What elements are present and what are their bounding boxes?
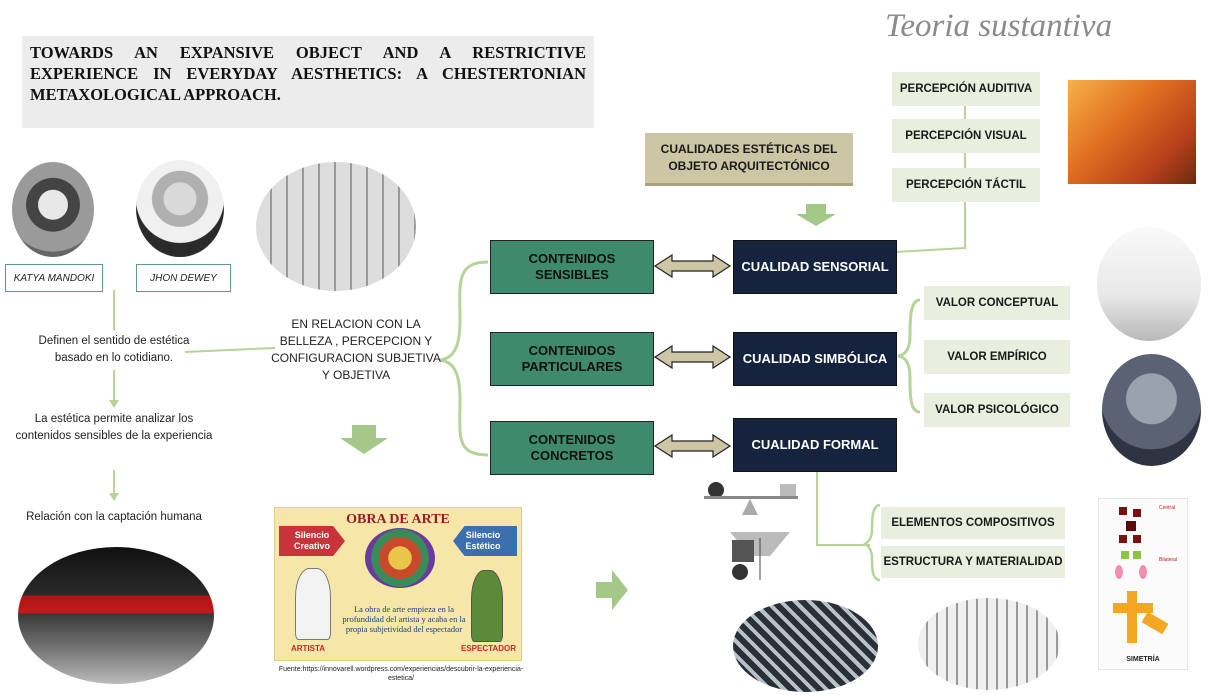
symmetry-square (1126, 521, 1136, 531)
name-box-dewey: JHON DEWEY (136, 264, 231, 292)
symmetry-ellipse (1139, 565, 1147, 579)
symmetry-bilateral-label: Bilateral (1159, 557, 1178, 563)
symmetry-square (1133, 509, 1141, 517)
artwork-image: OBRA DE ARTE Silencio Creativo Silencio … (274, 507, 522, 661)
subtitle: Teoria sustantiva (885, 8, 1113, 44)
elementos-brace (863, 503, 881, 582)
percepcion-auditiva-box: PERCEPCIÓN AUDITIVA (892, 72, 1040, 106)
author-name: JHON DEWEY (150, 272, 217, 284)
author-name: KATYA MANDOKI (13, 272, 95, 284)
cualidad-formal-box: CUALIDAD FORMAL (733, 418, 897, 472)
artwork-source: Fuente:https://innovarell.wordpress.com/… (278, 666, 524, 682)
right-arrow (596, 570, 628, 610)
percepcion-tactil-box: PERCEPCIÓN TÁCTIL (892, 168, 1040, 202)
station-structure-image (918, 598, 1060, 690)
percepcion-visual-box: PERCEPCIÓN VISUAL (892, 119, 1040, 153)
arrow-head (109, 493, 119, 501)
arrow-head (109, 400, 119, 408)
contenidos-sensibles-box: CONTENIDOS SENSIBLES (490, 240, 654, 294)
symmetry-ellipse (1115, 565, 1123, 579)
name-box-mandoki: KATYA MANDOKI (5, 264, 103, 292)
cualidad-simbolica-box: CUALIDAD SIMBÓLICA (733, 332, 897, 386)
symmetry-central-label: Central (1159, 505, 1176, 511)
artwork-left-arrow: Silencio Creativo (279, 526, 345, 556)
cualidad-sensorial-box: CUALIDAD SENSORIAL (733, 240, 897, 294)
artist-figure (295, 568, 331, 640)
cualidades-header-box: CUALIDADES ESTÉTICAS DEL OBJETO ARQUITEC… (645, 133, 853, 186)
flow-step-2: La estética permite analizar los conteni… (15, 413, 213, 442)
balance-icon (704, 482, 798, 515)
symmetry-square (1119, 535, 1127, 543)
page-title: TOWARDS AN EXPANSIVE OBJECT AND A RESTRI… (30, 43, 586, 104)
exhibition-image (18, 547, 214, 684)
artwork-title: OBRA DE ARTE (346, 512, 450, 527)
symmetry-diagram: Central Bilateral SIMETRÍA (1098, 498, 1188, 670)
valores-brace (897, 298, 921, 414)
symmetry-square (1119, 507, 1127, 515)
symmetry-square (1121, 551, 1129, 559)
lattice-structure-image (733, 600, 878, 692)
artwork-caption: La obra de arte empieza en la profundida… (342, 604, 466, 634)
symmetry-square (1133, 551, 1141, 559)
down-arrow (796, 204, 836, 226)
estructura-materialidad-box: ESTRUCTURA Y MATERIALIDAD (881, 546, 1065, 578)
valor-conceptual-box: VALOR CONCEPTUAL (924, 286, 1070, 320)
connector-line (816, 470, 870, 546)
portrait-mandoki (12, 162, 94, 257)
center-text: EN RELACION CON LA BELLEZA , PERCEPCION … (271, 317, 441, 382)
white-corridor-image (1097, 227, 1201, 341)
flow-step-3: Relación con la captación humana (26, 511, 202, 523)
portrait-dewey (136, 160, 224, 257)
title-box: TOWARDS AN EXPANSIVE OBJECT AND A RESTRI… (22, 36, 594, 128)
valor-empirico-box: VALOR EMPÍRICO (924, 340, 1070, 374)
artwork-swirl (365, 528, 435, 588)
symmetry-label: SIMETRÍA (1126, 656, 1160, 663)
flow-step-1: Definen el sentido de estética basado en… (38, 335, 190, 364)
orange-architecture-image (1068, 80, 1196, 184)
spectator-figure (471, 570, 503, 642)
double-arrow (653, 253, 732, 459)
contenidos-particulares-box: CONTENIDOS PARTICULARES (490, 332, 654, 386)
valor-psicologico-box: VALOR PSICOLÓGICO (924, 393, 1070, 427)
head-silhouette-image (1102, 354, 1201, 466)
down-arrow (340, 425, 388, 454)
grid-room-image (256, 162, 416, 291)
elementos-compositivos-box: ELEMENTOS COMPOSITIVOS (881, 507, 1065, 539)
connector-line (184, 347, 276, 353)
symmetry-bar (1141, 611, 1169, 635)
left-brace (439, 260, 489, 457)
artwork-label-artist: ARTISTA (291, 644, 326, 653)
symmetry-square (1133, 535, 1141, 543)
composition-icon (730, 532, 790, 580)
contenidos-concretos-box: CONTENIDOS CONCRETOS (490, 421, 654, 475)
artwork-label-spectator: ESPECTADOR (461, 644, 516, 653)
artwork-right-arrow: Silencio Estético (453, 526, 517, 556)
symmetry-bar (1127, 591, 1137, 643)
